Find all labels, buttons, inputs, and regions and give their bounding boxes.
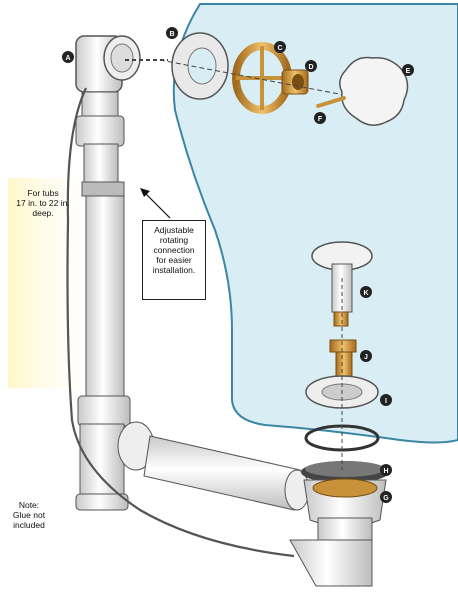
overflow-flange bbox=[232, 42, 292, 114]
waste-pipe bbox=[143, 435, 310, 511]
adjustable-arrow bbox=[143, 191, 171, 219]
overflow-elbow bbox=[75, 35, 168, 93]
glue-line-3: included bbox=[13, 520, 45, 530]
callout-D: D bbox=[305, 60, 317, 72]
adjustable-line-2: rotating bbox=[159, 235, 189, 245]
alignment-line bbox=[159, 59, 361, 99]
adjustable-arrowhead bbox=[140, 188, 150, 197]
callout-B-label: B bbox=[169, 31, 174, 38]
glue-line-2: Glue not bbox=[12, 510, 46, 520]
callout-I-label: I bbox=[385, 398, 387, 405]
cover-screw bbox=[316, 96, 346, 108]
callout-G: G bbox=[380, 491, 392, 503]
callout-G-label: G bbox=[383, 495, 389, 502]
callout-E-label: E bbox=[406, 68, 411, 75]
tub-depth-line-1: For tubs bbox=[27, 188, 59, 198]
callout-H: H bbox=[380, 464, 392, 476]
tub-depth-line-2: 17 in. to 22 in. bbox=[16, 198, 70, 208]
adjustable-line-4: for easier bbox=[156, 255, 192, 265]
tee-fitting bbox=[75, 395, 155, 511]
overflow-gasket bbox=[171, 32, 229, 100]
callout-J-label: J bbox=[364, 354, 368, 361]
callout-F-label: F bbox=[318, 116, 323, 123]
glue-line-1: Note: bbox=[18, 500, 40, 510]
callout-I: I bbox=[380, 394, 392, 406]
overflow-cover bbox=[339, 56, 409, 126]
callout-A: A bbox=[62, 51, 74, 63]
callout-C-label: C bbox=[277, 45, 282, 52]
drain-stopper bbox=[311, 241, 373, 327]
tub-depth-note: For tubs 17 in. to 22 in. deep. bbox=[12, 188, 74, 218]
glue-note: Note: Glue not included bbox=[6, 500, 52, 530]
callout-H-label: H bbox=[383, 468, 388, 475]
callout-B: B bbox=[166, 27, 178, 39]
adjustable-line-5: installation. bbox=[152, 265, 196, 275]
trip-cable bbox=[66, 87, 295, 558]
brass-nut bbox=[281, 69, 309, 95]
drain-shoe bbox=[289, 461, 389, 587]
overflow-pipe bbox=[75, 91, 125, 397]
callout-F: F bbox=[314, 112, 326, 124]
callout-A-label: A bbox=[65, 55, 70, 62]
tub-depth-line-3: deep. bbox=[32, 208, 54, 218]
callout-K-label: K bbox=[363, 290, 368, 297]
callout-C: C bbox=[274, 41, 286, 53]
adjustable-line-1: Adjustable bbox=[154, 225, 194, 235]
adjustable-line-3: connection bbox=[153, 245, 195, 255]
adjustable-connection-note: Adjustable rotating connection for easie… bbox=[142, 220, 206, 300]
callout-D-label: D bbox=[308, 64, 313, 71]
callout-J: J bbox=[360, 350, 372, 362]
callout-K: K bbox=[360, 286, 372, 298]
callout-E: E bbox=[402, 64, 414, 76]
